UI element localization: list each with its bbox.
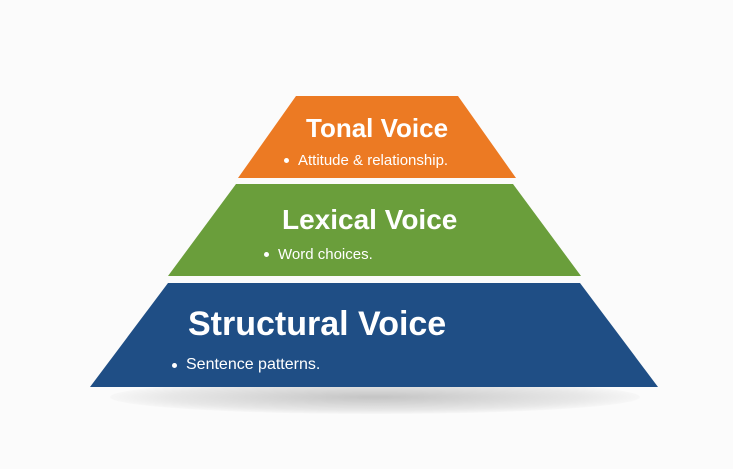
tier-lexical-bullet-text: Word choices. <box>278 246 373 263</box>
tier-tonal-title: Tonal Voice <box>306 113 449 143</box>
bullet-dot-icon <box>172 362 177 368</box>
tier-structural-bullet: Sentence patterns. <box>172 356 446 374</box>
bullet-dot-icon <box>284 158 289 163</box>
tier-tonal: Tonal Voice Attitude & relationship. <box>238 96 516 178</box>
tier-structural-title: Structural Voice <box>188 305 447 343</box>
tier-structural: Structural Voice Sentence patterns. <box>90 283 658 387</box>
tier-structural-shape <box>90 283 658 387</box>
bullet-dot-icon <box>264 252 269 257</box>
tier-lexical-title: Lexical Voice <box>282 204 458 235</box>
tier-tonal-bullet-text: Attitude & relationship. <box>298 152 449 169</box>
tier-structural-bullet-text: Sentence patterns. <box>186 356 321 373</box>
tier-tonal-shape <box>238 96 516 178</box>
tier-lexical-shape <box>168 184 581 276</box>
tier-lexical-bullet: Word choices. <box>264 246 457 263</box>
tier-lexical: Lexical Voice Word choices. <box>168 184 581 276</box>
tier-tonal-bullet: Attitude & relationship. <box>284 152 448 169</box>
